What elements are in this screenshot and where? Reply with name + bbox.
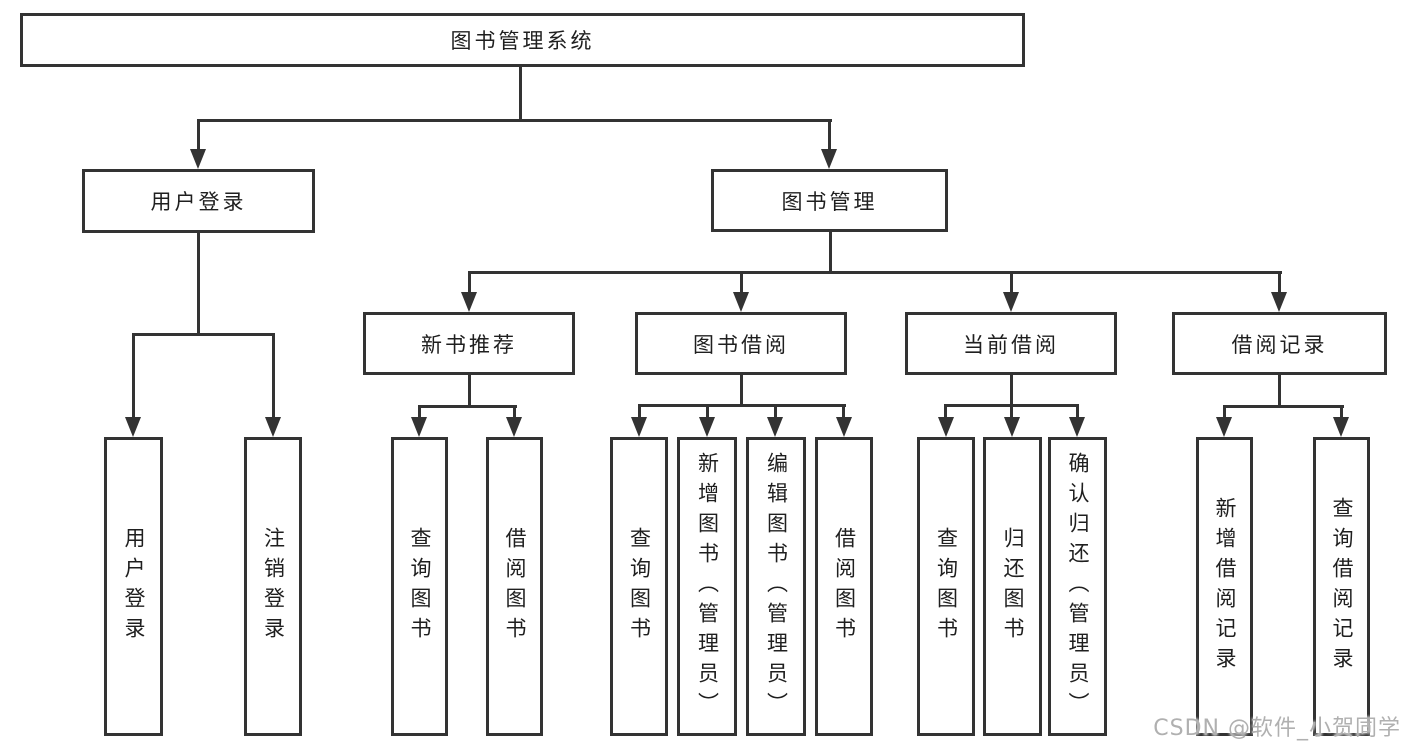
node-book-borrowing: 图书借阅	[635, 312, 847, 375]
connector-line	[1010, 404, 1013, 419]
node-current-borrowing: 当前借阅	[905, 312, 1117, 375]
connector-line	[1278, 375, 1281, 408]
node-add-book-admin: 新增图书（管理员）	[677, 437, 737, 736]
node-label: 图书管理	[781, 189, 878, 214]
connector-line	[1076, 404, 1079, 419]
connector-line	[774, 404, 777, 419]
node-label: 借阅图书	[503, 526, 527, 647]
node-label: 用户登录	[122, 526, 146, 647]
node-label: 借阅记录	[1231, 332, 1328, 357]
connector-line	[944, 404, 947, 419]
arrowhead-down	[1004, 417, 1020, 437]
connector-line	[513, 405, 516, 419]
node-label: 归还图书	[1001, 526, 1025, 647]
node-add-borrow-record: 新增借阅记录	[1196, 437, 1253, 736]
connector-line	[740, 271, 743, 294]
node-return-book: 归还图书	[983, 437, 1042, 736]
node-new-book-recommendation: 新书推荐	[363, 312, 575, 375]
connector-line	[468, 375, 471, 408]
node-borrow-books-borrowing: 借阅图书	[815, 437, 873, 736]
connector-line	[1010, 271, 1013, 294]
connector-line	[1223, 405, 1344, 408]
node-label: 当前借阅	[963, 332, 1059, 357]
connector-line	[468, 271, 471, 294]
node-query-books-current: 查询图书	[917, 437, 975, 736]
arrowhead-down	[767, 417, 783, 437]
node-edit-book-admin: 编辑图书（管理员）	[746, 437, 806, 736]
node-logout: 注销登录	[244, 437, 302, 736]
arrowhead-down	[1271, 292, 1287, 312]
connector-line	[1340, 405, 1343, 419]
connector-line	[740, 375, 743, 407]
node-user-login: 用户登录	[104, 437, 163, 736]
node-label: 查询图书	[627, 526, 652, 647]
connector-line	[519, 67, 522, 121]
arrowhead-down	[265, 417, 281, 437]
node-label: 编辑图书（管理员）	[764, 451, 789, 722]
connector-line	[132, 333, 275, 336]
node-confirm-return-admin: 确认归还（管理员）	[1048, 437, 1107, 736]
connector-line	[418, 405, 517, 408]
connector-line	[418, 405, 421, 419]
arrowhead-down	[938, 417, 954, 437]
node-library-management-system: 图书管理系统	[20, 13, 1025, 67]
node-query-books-recommend: 查询图书	[391, 437, 448, 736]
node-label: 确认归还（管理员）	[1066, 451, 1090, 722]
arrowhead-down	[631, 417, 647, 437]
connector-line	[132, 333, 135, 419]
node-label: 查询借阅记录	[1330, 496, 1354, 677]
arrowhead-down	[733, 292, 749, 312]
connector-line	[1278, 271, 1281, 294]
node-label: 图书管理系统	[450, 29, 595, 53]
connector-line	[272, 333, 275, 419]
arrowhead-down	[821, 149, 837, 169]
arrowhead-down	[125, 417, 141, 437]
node-label: 查询图书	[934, 526, 959, 647]
connector-line	[638, 404, 846, 407]
connector-line	[638, 404, 641, 419]
connector-line	[468, 271, 1282, 274]
node-borrow-books-recommend: 借阅图书	[486, 437, 543, 736]
arrowhead-down	[1333, 417, 1349, 437]
node-label: 注销登录	[261, 526, 286, 647]
connector-line	[1010, 375, 1013, 407]
node-label: 用户登录	[150, 190, 247, 214]
node-label: 查询图书	[408, 526, 432, 647]
connector-line	[197, 119, 832, 122]
arrowhead-down	[411, 417, 427, 437]
node-label: 新增图书（管理员）	[695, 451, 720, 722]
connector-line	[706, 404, 709, 419]
node-borrowing-records: 借阅记录	[1172, 312, 1387, 375]
node-label: 新书推荐	[421, 332, 517, 357]
connector-line	[197, 233, 200, 336]
connector-line	[1223, 405, 1226, 419]
connector-line	[829, 232, 832, 274]
node-query-borrow-record: 查询借阅记录	[1313, 437, 1370, 736]
node-label: 新增借阅记录	[1213, 496, 1237, 677]
arrowhead-down	[1003, 292, 1019, 312]
arrowhead-down	[836, 417, 852, 437]
connector-line	[197, 119, 200, 151]
arrowhead-down	[190, 149, 206, 169]
arrowhead-down	[506, 417, 522, 437]
arrowhead-down	[461, 292, 477, 312]
node-label: 借阅图书	[832, 526, 857, 647]
arrowhead-down	[699, 417, 715, 437]
arrowhead-down	[1216, 417, 1232, 437]
node-user-login-branch: 用户登录	[82, 169, 315, 233]
arrowhead-down	[1069, 417, 1085, 437]
node-label: 图书借阅	[693, 332, 789, 357]
csdn-watermark: CSDN @软件_小贺同学	[1153, 716, 1401, 741]
connector-line	[842, 404, 845, 419]
node-query-books-borrowing: 查询图书	[610, 437, 668, 736]
connector-line	[828, 119, 831, 151]
node-book-management: 图书管理	[711, 169, 948, 232]
